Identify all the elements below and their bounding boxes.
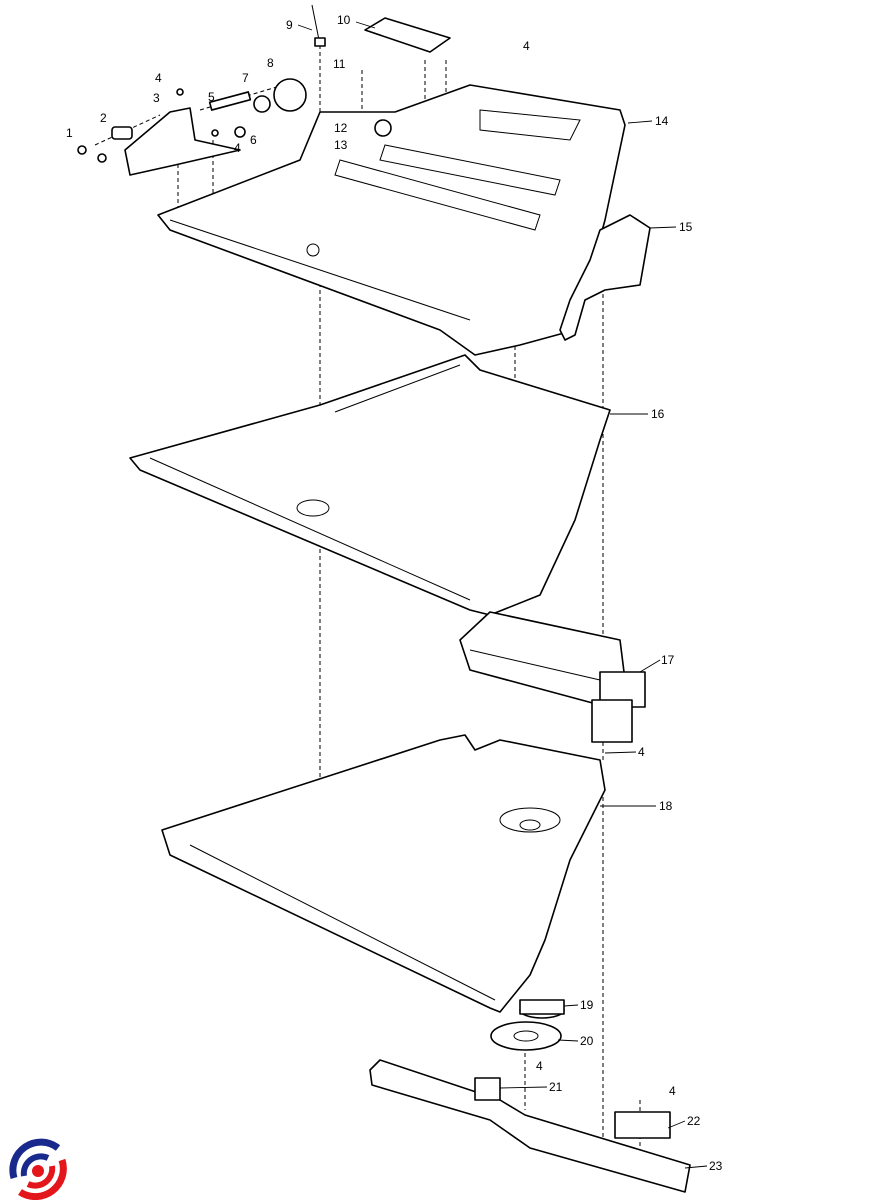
part-top-panel bbox=[157, 84, 626, 356]
callout-21: 21 bbox=[549, 1080, 563, 1094]
callout-20: 20 bbox=[580, 1034, 594, 1048]
callout-4: 4 bbox=[523, 39, 530, 53]
callout-22: 22 bbox=[687, 1114, 701, 1128]
callout-23: 23 bbox=[709, 1159, 723, 1173]
callout-4: 4 bbox=[234, 141, 241, 155]
callout-12: 12 bbox=[334, 121, 348, 135]
callout-labels: 1 2 3 4 5 6 7 8 9 10 11 4 12 13 14 4 15 … bbox=[66, 13, 723, 1173]
callout-14: 14 bbox=[655, 114, 669, 128]
callout-6: 6 bbox=[250, 133, 257, 147]
callout-7: 7 bbox=[242, 71, 249, 85]
part-middle-panel bbox=[129, 354, 611, 616]
part-filter-and-gasket bbox=[490, 999, 565, 1051]
callout-1: 1 bbox=[66, 126, 73, 140]
callout-15: 15 bbox=[679, 220, 693, 234]
callout-16: 16 bbox=[651, 407, 665, 421]
callout-17: 17 bbox=[661, 653, 675, 667]
part-blower-unit bbox=[459, 611, 646, 743]
callout-9: 9 bbox=[286, 18, 293, 32]
callout-10: 10 bbox=[337, 13, 351, 27]
part-motor-bracket-assembly bbox=[77, 4, 451, 176]
callout-8: 8 bbox=[267, 56, 274, 70]
callout-18: 18 bbox=[659, 799, 673, 813]
callout-3: 3 bbox=[153, 91, 160, 105]
callout-2: 2 bbox=[100, 111, 107, 125]
brand-logo bbox=[9, 1138, 67, 1200]
part-lower-panel bbox=[161, 734, 606, 1013]
callout-19: 19 bbox=[580, 998, 594, 1012]
callout-4: 4 bbox=[155, 71, 162, 85]
part-latch bbox=[559, 214, 651, 341]
leader-lines bbox=[297, 21, 708, 1169]
callout-4: 4 bbox=[638, 745, 645, 759]
callout-4: 4 bbox=[536, 1059, 543, 1073]
callout-11: 11 bbox=[333, 57, 346, 71]
callout-13: 13 bbox=[334, 138, 348, 152]
callout-5: 5 bbox=[208, 90, 215, 104]
part-bottom-rail bbox=[369, 1059, 691, 1193]
callout-4: 4 bbox=[669, 1084, 676, 1098]
